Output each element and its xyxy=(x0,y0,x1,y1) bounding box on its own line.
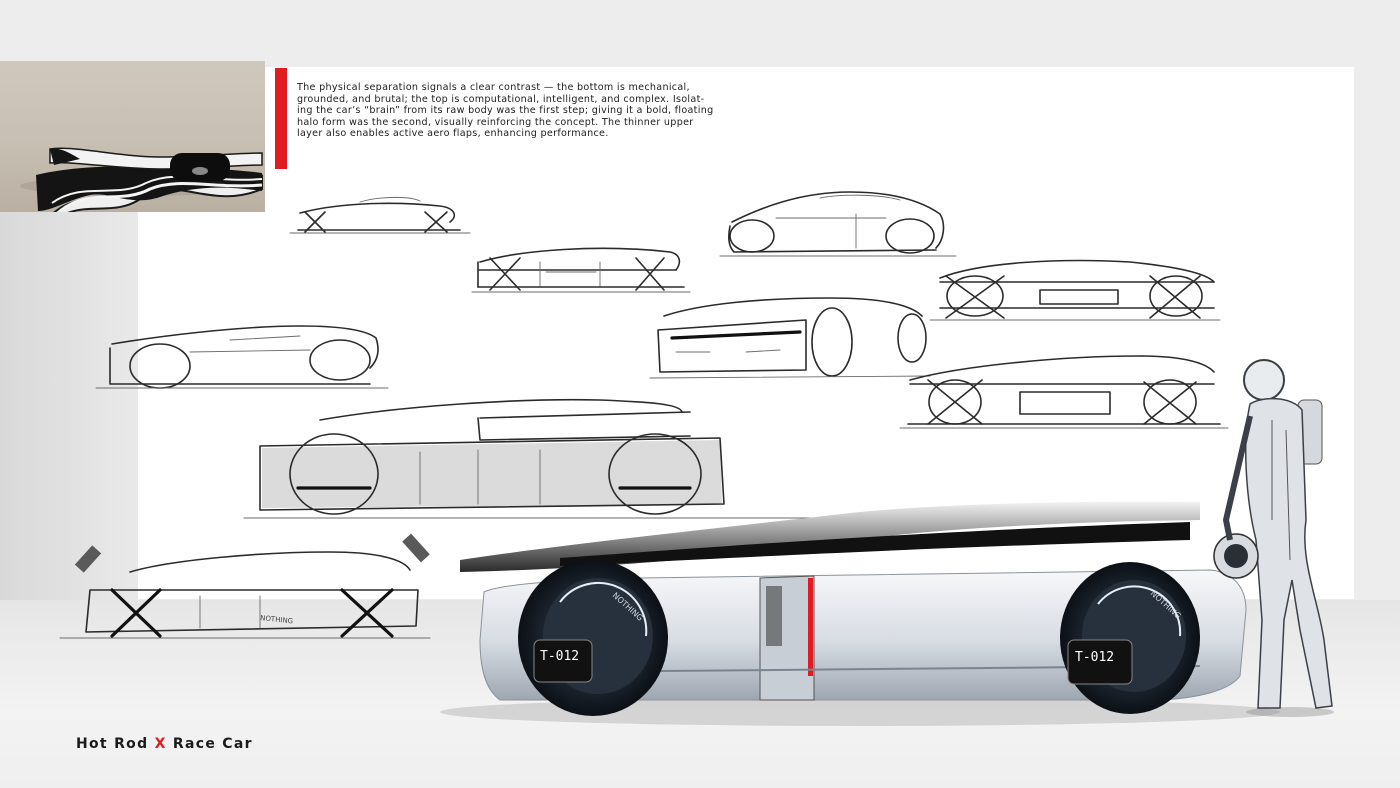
concept-model-photo xyxy=(0,61,265,212)
accent-bar xyxy=(275,68,287,169)
sketch-rear-three-quarter xyxy=(649,297,931,379)
sketch-main-side-view xyxy=(243,398,811,519)
concept-model-render xyxy=(20,147,263,212)
sketch-halo-small xyxy=(289,196,471,234)
sketch-compact-coupe xyxy=(719,191,957,257)
rear-wheel-code: T-012 xyxy=(1075,650,1114,665)
wall-shadow xyxy=(0,212,138,612)
sketch-hot-rod-right-lower xyxy=(899,355,1229,429)
caption-part-race-car: Race Car xyxy=(172,736,253,752)
sketch-hot-rod-right xyxy=(929,259,1221,321)
front-wheel-code: T-012 xyxy=(540,649,579,664)
sketch-rough-lower-left: NOTHING xyxy=(59,533,431,639)
astronaut-figure xyxy=(1213,359,1334,717)
sketch-brand-label: NOTHING xyxy=(260,614,294,625)
caption: Hot Rod X Race Car xyxy=(76,736,253,752)
sketch-long-body-left xyxy=(95,325,389,389)
red-accent-stripe xyxy=(808,578,813,676)
caption-separator: X xyxy=(154,736,167,752)
concept-description: The physical separation signals a clear … xyxy=(297,82,714,139)
front-wheel: T-012 NOTHING xyxy=(518,560,668,716)
caption-part-hot-rod: Hot Rod xyxy=(76,736,149,752)
rear-wheel: T-012 NOTHING xyxy=(1060,562,1200,714)
sketch-hot-rod-top xyxy=(471,247,691,293)
